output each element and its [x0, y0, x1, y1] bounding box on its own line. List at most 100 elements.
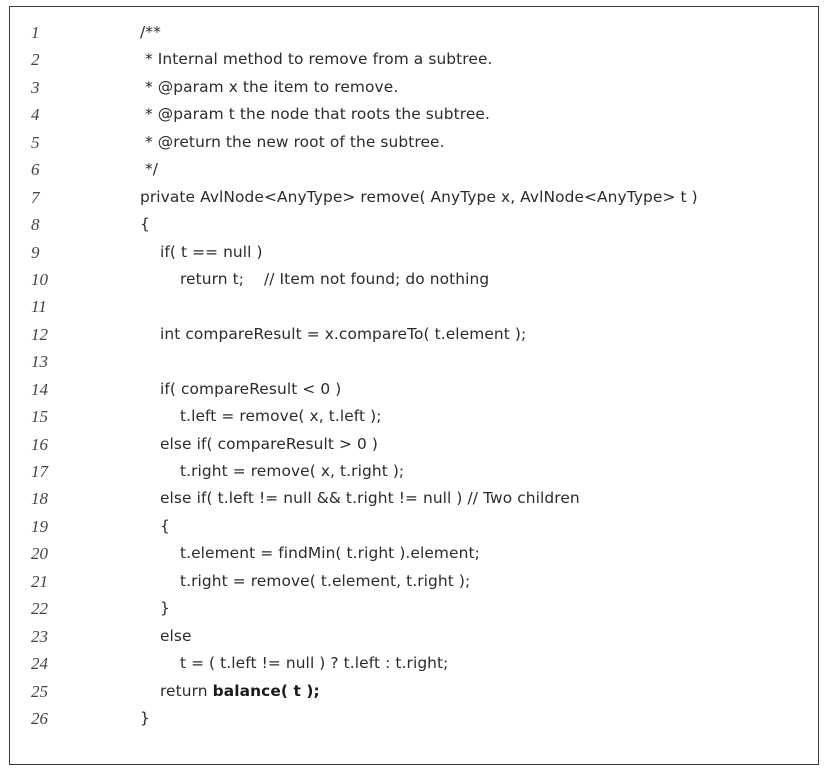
line-code: }	[140, 705, 150, 732]
code-text: */	[140, 160, 159, 179]
line-number: 8	[31, 215, 40, 235]
line-code: private AvlNode<AnyType> remove( AnyType…	[140, 184, 698, 211]
code-line: 3 * @param x the item to remove.	[10, 74, 818, 101]
code-line: 21 t.right = remove( t.element, t.right …	[10, 568, 818, 595]
code-text: * @return the new root of the subtree.	[140, 132, 445, 151]
line-number: 23	[31, 626, 48, 646]
line-code: t.element = findMin( t.right ).element;	[140, 540, 480, 567]
code-text: else if( compareResult > 0 )	[140, 434, 378, 453]
line-number: 24	[31, 654, 48, 674]
code-text: {	[140, 215, 150, 234]
line-code: else if( compareResult > 0 )	[140, 431, 378, 458]
code-listing: 1 /** 2 * Internal method to remove from a…	[10, 19, 818, 732]
code-text: if( t == null )	[140, 242, 263, 261]
code-text: if( compareResult < 0 )	[140, 379, 342, 398]
code-line: 13	[10, 348, 818, 375]
code-line: 20 t.element = findMin( t.right ).elemen…	[10, 540, 818, 567]
code-text: private AvlNode<AnyType> remove( AnyType…	[140, 187, 698, 206]
line-code: if( t == null )	[140, 239, 263, 266]
line-code: t.right = remove( x, t.right );	[140, 458, 404, 485]
line-code: /**	[140, 19, 161, 46]
code-text: t = ( t.left != null ) ? t.left : t.righ…	[140, 654, 449, 673]
code-line: 15 t.left = remove( x, t.left );	[10, 403, 818, 430]
line-number: 20	[31, 544, 48, 564]
code-text: return	[140, 681, 213, 700]
line-number: 1	[31, 23, 40, 42]
line-code: t.right = remove( t.element, t.right );	[140, 568, 470, 595]
code-line: 17 t.right = remove( x, t.right );	[10, 458, 818, 485]
code-text: t.left = remove( x, t.left );	[140, 407, 382, 426]
line-code: return balance( t );	[140, 678, 320, 705]
line-number: 10	[31, 269, 48, 289]
line-number: 16	[31, 434, 48, 454]
line-number: 12	[31, 324, 48, 344]
code-line: 22 }	[10, 595, 818, 622]
code-line: 4 * @param t the node that roots the sub…	[10, 101, 818, 128]
line-number: 7	[31, 187, 40, 207]
line-code: else	[140, 623, 192, 650]
code-line: 10 return t; // Item not found; do nothi…	[10, 266, 818, 293]
line-code: return t; // Item not found; do nothing	[140, 266, 489, 293]
code-line: 14 if( compareResult < 0 )	[10, 376, 818, 403]
code-bold-text: balance( t );	[212, 681, 320, 700]
line-number: 22	[31, 599, 48, 619]
code-line: 19 {	[10, 513, 818, 540]
line-number: 6	[31, 160, 40, 180]
code-text: else	[140, 626, 192, 645]
code-text: * Internal method to remove from a subtr…	[140, 50, 493, 69]
line-code: if( compareResult < 0 )	[140, 376, 341, 403]
code-line: 12 int compareResult = x.compareTo( t.el…	[10, 321, 818, 348]
line-code: * Internal method to remove from a subtr…	[140, 46, 493, 73]
line-number: 17	[31, 462, 48, 481]
line-number: 21	[31, 571, 48, 591]
code-text: }	[140, 708, 150, 727]
code-line: 11	[10, 293, 818, 320]
code-line: 23 else	[10, 623, 818, 650]
code-text: t.right = remove( x, t.right );	[140, 462, 405, 480]
code-text: }	[140, 599, 170, 618]
line-number: 11	[31, 297, 47, 317]
line-number: 26	[31, 708, 48, 728]
code-line: 9 if( t == null )	[10, 239, 818, 266]
line-number: 15	[31, 407, 48, 427]
line-code: }	[140, 595, 170, 622]
line-code: * @param t the node that roots the subtr…	[140, 101, 490, 128]
code-line: 16 else if( compareResult > 0 )	[10, 431, 818, 458]
line-number: 2	[31, 50, 40, 70]
code-text: t.right = remove( t.element, t.right );	[140, 571, 471, 590]
line-code: t.left = remove( x, t.left );	[140, 403, 382, 430]
code-text: else if( t.left != null && t.right != nu…	[140, 489, 580, 508]
line-code: */	[140, 156, 158, 183]
code-line: 25 return balance( t );	[10, 678, 818, 705]
line-number: 3	[31, 77, 40, 97]
code-text: {	[140, 516, 170, 535]
code-text: * @param x the item to remove.	[140, 77, 399, 96]
line-number: 9	[31, 242, 40, 262]
code-text: return t; // Item not found; do nothing	[140, 269, 490, 288]
line-code: {	[140, 211, 150, 238]
code-line: 1 /**	[10, 19, 818, 46]
code-text: t.element = findMin( t.right ).element;	[140, 544, 480, 563]
code-line: 8{	[10, 211, 818, 238]
code-text: * @param t the node that roots the subtr…	[140, 105, 490, 124]
line-code: * @return the new root of the subtree.	[140, 129, 445, 156]
code-text: int compareResult = x.compareTo( t.eleme…	[140, 324, 527, 343]
line-code: int compareResult = x.compareTo( t.eleme…	[140, 321, 526, 348]
code-text: /**	[140, 23, 161, 41]
line-number: 25	[31, 681, 48, 701]
line-number: 4	[31, 105, 40, 125]
code-line: 24 t = ( t.left != null ) ? t.left : t.r…	[10, 650, 818, 677]
line-code: * @param x the item to remove.	[140, 74, 398, 101]
line-number: 18	[31, 489, 48, 509]
code-line: 5 * @return the new root of the subtree.	[10, 129, 818, 156]
line-code: t = ( t.left != null ) ? t.left : t.righ…	[140, 650, 448, 677]
line-code: {	[140, 513, 170, 540]
code-line: 7 private AvlNode<AnyType> remove( AnyTyp…	[10, 184, 818, 211]
code-line: 18 else if( t.left != null && t.right !=…	[10, 485, 818, 512]
code-line: 6 */	[10, 156, 818, 183]
line-code: else if( t.left != null && t.right != nu…	[140, 485, 580, 512]
code-line: 2 * Internal method to remove from a sub…	[10, 46, 818, 73]
code-line: 26}	[10, 705, 818, 732]
code-listing-box: 1 /** 2 * Internal method to remove from a…	[9, 6, 819, 765]
line-number: 13	[31, 352, 48, 372]
